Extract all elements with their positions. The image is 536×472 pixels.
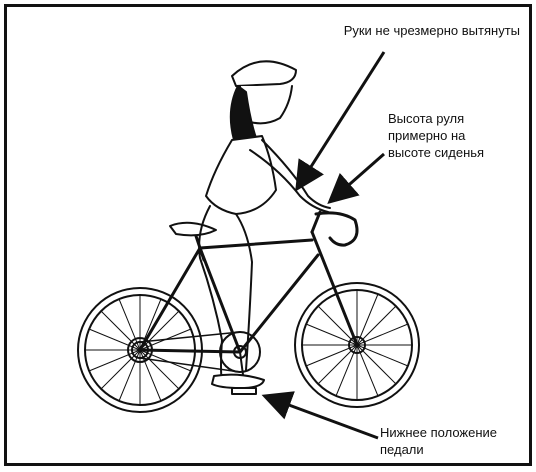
- arrow-handlebar: [334, 154, 384, 198]
- label-pedal-position: Нижнее положение педали: [380, 424, 520, 458]
- label-arms: Руки не чрезмерно вытянуты: [322, 22, 520, 39]
- arrow-pedal: [270, 398, 378, 438]
- label-handlebar-height: Высота руля примерно на высоте сиденья: [388, 110, 518, 161]
